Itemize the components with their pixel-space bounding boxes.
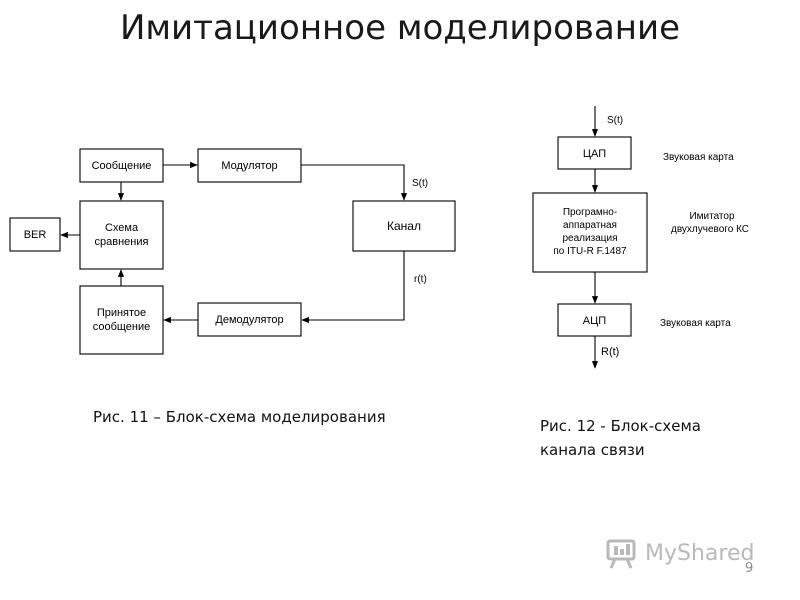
- slide-title: Имитационное моделирование: [119, 8, 681, 48]
- demodulator-label: Демодулятор: [215, 314, 283, 326]
- watermark-text: MyShared: [645, 540, 755, 566]
- output-signal-label: R(t): [601, 346, 619, 358]
- arrow-modulator-to-channel: [301, 164, 408, 201]
- input-signal-label: S(t): [607, 115, 623, 126]
- ber-label: BER: [24, 229, 47, 241]
- message-label: Сообщение: [92, 160, 152, 172]
- received-message-block: [79, 285, 164, 355]
- fig12-diagram: S(t) ЦАП Звуковая карта Програмно- аппар…: [532, 106, 749, 369]
- myshared-logo-icon: [606, 539, 636, 569]
- adc-block: [557, 303, 632, 337]
- impl-label-line4: по ITU-R F.1487: [553, 246, 627, 257]
- comparison-label-line2: сравнения: [95, 236, 149, 248]
- ber-block: [9, 217, 61, 252]
- fig12-caption: Рис. 12 - Блок-схема канала связи: [540, 417, 702, 459]
- simulator-label-line2: двухлучевого КС: [671, 224, 749, 235]
- signal-s-label: S(t): [412, 178, 428, 189]
- received-label-line2: сообщение: [93, 321, 151, 333]
- comparison-label-line1: Схема: [105, 222, 139, 234]
- impl-label-line1: Програмно-: [563, 207, 617, 218]
- modulator-block: [197, 148, 302, 183]
- message-block: [79, 148, 164, 183]
- comparison-block: [79, 200, 164, 270]
- sound-card-top-label: Звуковая карта: [663, 152, 734, 163]
- received-label-line1: Принятое: [97, 307, 146, 319]
- dac-label: ЦАП: [583, 148, 606, 160]
- demodulator-block: [197, 302, 302, 337]
- modulator-label: Модулятор: [221, 160, 277, 172]
- adc-label: АЦП: [583, 315, 606, 327]
- signal-r-label: r(t): [414, 274, 427, 285]
- watermark: MyShared: [605, 536, 754, 570]
- simulator-label-line1: Имитатор: [689, 211, 734, 222]
- impl-label-line2: аппаратная: [563, 220, 617, 231]
- implementation-block: [532, 192, 648, 273]
- arrow-channel-to-demodulator: [301, 251, 405, 324]
- channel-label: Канал: [387, 219, 421, 233]
- sound-card-bottom-label: Звуковая карта: [660, 318, 731, 329]
- fig11-caption: Рис. 11 – Блок-схема моделирования: [93, 408, 386, 426]
- fig11-diagram: Сообщение Модулятор Схема сравнения BER …: [9, 148, 456, 355]
- page-number: 9: [745, 561, 754, 576]
- impl-label-line3: реализация: [563, 233, 618, 244]
